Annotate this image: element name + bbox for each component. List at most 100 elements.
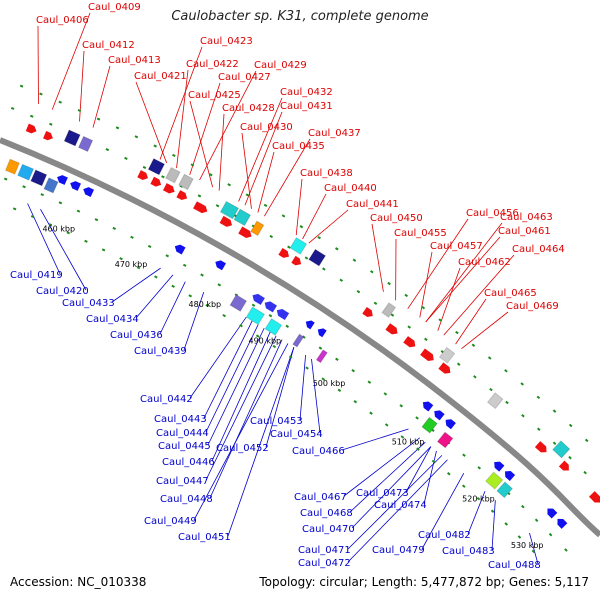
track-dot [447, 472, 451, 475]
reverse-gene-box [31, 170, 47, 186]
reverse-gene-arrow [443, 417, 456, 429]
forward-gene-box [148, 159, 164, 175]
label-leader [112, 268, 161, 302]
gene-label-forward: Caul_0427 [218, 72, 271, 83]
track-dot [13, 207, 17, 210]
track-dot [269, 314, 273, 317]
track-dot [102, 248, 106, 251]
gene-label-forward: Caul_0429 [254, 60, 307, 71]
track-dot [154, 275, 158, 278]
gene-label-forward: Caul_0438 [300, 168, 353, 179]
label-leader [492, 500, 495, 550]
track-dot [84, 240, 88, 243]
track-dot [491, 509, 495, 512]
label-leader [136, 82, 167, 163]
track-dot [319, 346, 323, 349]
forward-gene-arrow [420, 349, 436, 364]
track-dot [351, 369, 355, 372]
track-dot [537, 396, 541, 399]
gene-label-forward: Caul_0465 [484, 288, 537, 299]
track-dot [77, 210, 81, 213]
label-leader [311, 359, 320, 433]
gene-label-forward: Caul_0457 [430, 241, 483, 252]
track-dot [357, 290, 361, 293]
gene-label-forward: Caul_0432 [280, 87, 333, 98]
reverse-gene-box [265, 319, 282, 336]
label-leader [28, 204, 60, 274]
track-dot [455, 331, 459, 334]
forward-gene-box [166, 168, 180, 183]
gene-label-reverse: Caul_0444 [156, 428, 209, 439]
track-dot [339, 279, 343, 282]
reverse-gene-box [18, 164, 34, 180]
reverse-gene-box [6, 159, 20, 174]
track-dot [252, 304, 256, 307]
reverse-gene-arrow [316, 326, 327, 337]
track-dot [518, 535, 522, 539]
gene-label-reverse: Caul_0439 [134, 346, 187, 357]
track-dot [462, 484, 466, 487]
forward-gene-arrow [362, 307, 375, 319]
gene-label-forward: Caul_0437 [308, 128, 361, 139]
track-dot [317, 236, 321, 239]
track-dot [472, 344, 476, 347]
label-leader [456, 299, 486, 344]
label-leader [438, 268, 460, 331]
forward-gene-box [488, 393, 503, 409]
gene-label-forward: Caul_0435 [272, 141, 325, 152]
track-dot [285, 325, 289, 328]
gene-label-reverse: Caul_0420 [36, 286, 89, 297]
gene-label-reverse: Caul_0448 [160, 494, 213, 505]
gene-label-reverse: Caul_0454 [270, 429, 323, 440]
gene-label-reverse: Caul_0466 [292, 446, 345, 457]
track-dot [4, 178, 8, 181]
track-dot [171, 285, 175, 288]
track-dot [488, 356, 492, 359]
label-leader [303, 194, 326, 239]
track-dot [564, 548, 568, 552]
gene-label-forward: Caul_0461 [498, 226, 551, 237]
track-dot [384, 392, 388, 395]
track-dot [338, 389, 342, 392]
label-leader [372, 224, 383, 292]
track-dot [300, 225, 304, 228]
gene-label-forward: Caul_0441 [346, 199, 399, 210]
track-dot [20, 85, 24, 88]
reverse-gene-arrow [545, 506, 558, 519]
track-dot [407, 325, 411, 328]
gene-label-forward: Caul_0455 [394, 228, 447, 239]
forward-gene-box [179, 174, 193, 189]
gene-label-reverse: Caul_0447 [156, 476, 209, 487]
gene-label-reverse: Caul_0445 [158, 441, 211, 452]
track-dot [112, 227, 116, 230]
reverse-gene-arrow [304, 318, 315, 329]
gene-label-forward: Caul_0469 [506, 301, 559, 312]
reverse-gene-box [246, 307, 264, 325]
gene-label-forward: Caul_0421 [134, 71, 187, 82]
track-dot [282, 214, 286, 217]
label-leader [160, 282, 185, 334]
track-dot [161, 175, 165, 178]
track-dot [504, 522, 508, 526]
track-dot [553, 441, 557, 444]
track-dot [58, 101, 62, 104]
gene-label-reverse: Caul_0473 [356, 488, 409, 499]
track-dot [216, 204, 220, 207]
track-dot [521, 414, 525, 417]
tick-label: 510 kbp [392, 437, 425, 446]
track-dot [477, 466, 481, 469]
label-leader [406, 447, 431, 492]
forward-gene-box [439, 347, 454, 363]
track-dot [227, 183, 231, 186]
track-dot [39, 93, 43, 96]
track-dot [148, 245, 152, 248]
map-title: Caulobacter sp. K31, complete genome [0, 9, 600, 24]
forward-gene-arrow [176, 190, 189, 202]
track-dot [59, 201, 63, 204]
track-dot [289, 355, 293, 358]
track-dot [335, 358, 339, 361]
reverse-gene-box [486, 472, 503, 489]
track-dot [95, 218, 99, 221]
gene-label-reverse: Caul_0434 [86, 314, 139, 325]
